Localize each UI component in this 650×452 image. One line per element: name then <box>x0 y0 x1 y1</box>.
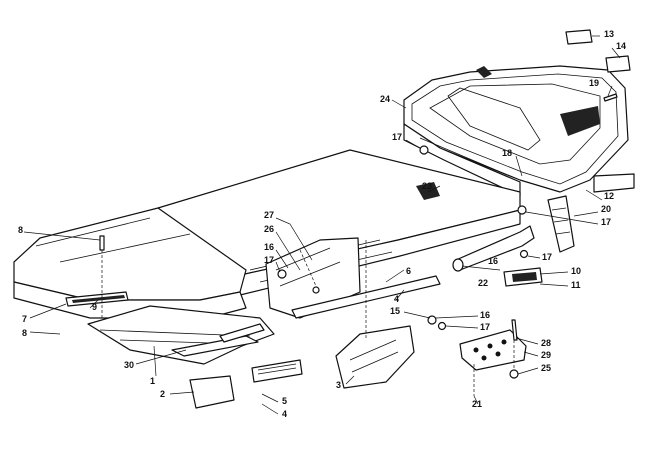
callout-1: 1 <box>150 376 155 386</box>
callout-14: 14 <box>616 41 626 51</box>
callout-3: 3 <box>336 380 341 390</box>
callout-6: 6 <box>406 266 411 276</box>
callout-22: 22 <box>478 278 488 288</box>
callout-18: 18 <box>502 148 512 158</box>
callout-5: 5 <box>282 396 287 406</box>
callout-20: 20 <box>601 204 611 214</box>
callout-15: 15 <box>390 306 400 316</box>
callout-8-top: 8 <box>18 225 23 235</box>
callout-29: 29 <box>541 350 551 360</box>
rear-bumper <box>452 225 535 272</box>
callout-17-bumper: 17 <box>542 252 552 262</box>
callout-25: 25 <box>541 363 551 373</box>
callout-9: 9 <box>92 302 97 312</box>
callout-21: 21 <box>472 399 482 409</box>
callout-7: 7 <box>22 314 27 324</box>
callout-16-center: 16 <box>480 310 490 320</box>
callout-16-panel: 16 <box>264 242 274 252</box>
callout-11: 11 <box>571 280 581 290</box>
fasteners <box>99 93 618 379</box>
callout-13: 13 <box>604 29 614 39</box>
luggage-rack <box>403 65 635 253</box>
callout-17-panel: 17 <box>264 255 274 265</box>
label-plates <box>565 29 631 73</box>
running-board-left <box>13 207 247 319</box>
callout-10: 10 <box>571 266 581 276</box>
callouts: 13 14 19 24 17 18 12 20 17 23 8 27 26 16… <box>18 29 626 419</box>
callout-4-bottom: 4 <box>282 409 287 419</box>
callout-12: 12 <box>604 191 614 201</box>
callout-17-center: 17 <box>480 322 490 332</box>
callout-17-rack: 17 <box>392 132 402 142</box>
callout-16-bumper: 16 <box>488 256 498 266</box>
callout-30: 30 <box>124 360 134 370</box>
assembly-lines <box>101 240 515 396</box>
callout-28: 28 <box>541 338 551 348</box>
callout-23: 23 <box>422 181 432 191</box>
callout-24: 24 <box>380 94 390 104</box>
callout-4-center: 4 <box>394 294 399 304</box>
callout-26: 26 <box>264 224 274 234</box>
callout-27: 27 <box>264 210 274 220</box>
callout-19: 19 <box>589 78 599 88</box>
brackets <box>189 267 543 409</box>
callout-17-support: 17 <box>601 217 611 227</box>
callout-8-lower: 8 <box>22 328 27 338</box>
leader-lines <box>23 35 621 415</box>
callout-2: 2 <box>160 389 165 399</box>
